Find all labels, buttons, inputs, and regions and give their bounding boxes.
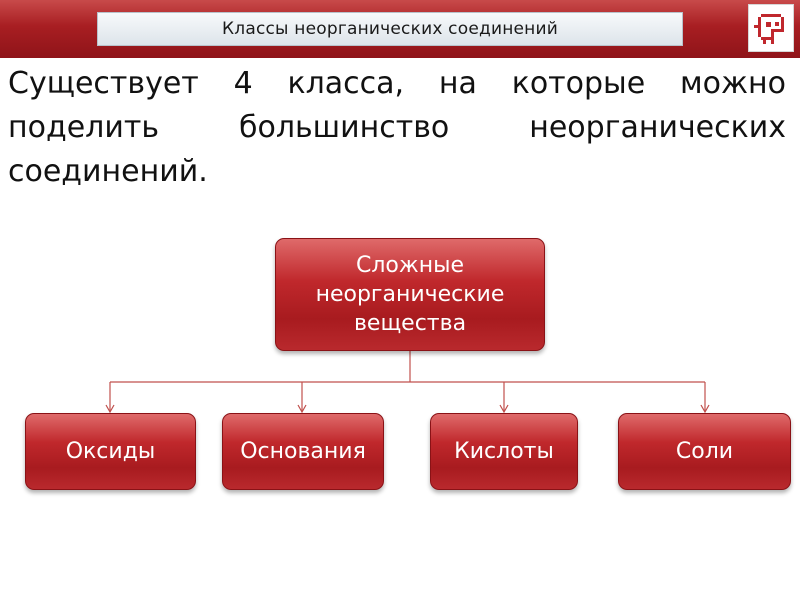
node-label: Оксиды — [65, 438, 156, 464]
robot-logo-icon — [754, 14, 784, 44]
header-title-box: Классы неорганических соединений — [97, 12, 683, 46]
arrowhead-acids — [499, 404, 509, 414]
node-complex-inorganic-substances: Сложные неорганические вещества — [275, 238, 545, 351]
node-label: Кислоты — [454, 438, 554, 464]
node-acids: Кислоты — [430, 413, 578, 490]
node-label: Основания — [240, 438, 366, 464]
node-salts: Соли — [618, 413, 791, 490]
slide-title: Классы неорганических соединений — [222, 19, 558, 39]
node-label: Соли — [675, 438, 734, 464]
arrowhead-bases — [297, 404, 307, 414]
node-oxides: Оксиды — [25, 413, 196, 490]
header-bar: Классы неорганических соединений — [0, 0, 800, 58]
node-bases: Основания — [222, 413, 384, 490]
intro-paragraph: Существует 4 класса, на которые можно по… — [8, 66, 786, 189]
arrowhead-salts — [700, 404, 710, 414]
node-label: Сложные неорганические вещества — [315, 253, 505, 336]
arrowhead-oxides — [105, 404, 115, 414]
logo — [748, 4, 794, 52]
